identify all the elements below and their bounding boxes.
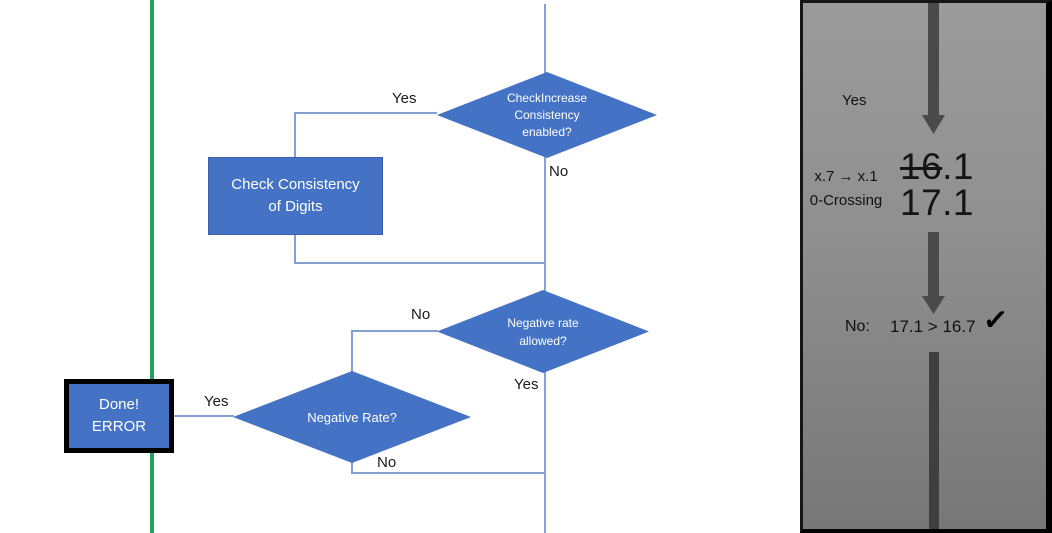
result-expression: 17.1 > 16.7: [890, 317, 976, 336]
down-arrow-1-head-icon: [922, 115, 945, 134]
down-arrow-2-head-icon: [922, 296, 945, 314]
terminator-done-error: Done! ERROR: [64, 379, 174, 453]
decision-text-line: Consistency: [514, 107, 580, 122]
checkmark-icon: ✓: [981, 302, 1010, 339]
branch-label-yes-done: Yes: [204, 393, 229, 410]
connector-yes-done-horizontal: [173, 415, 234, 417]
down-arrow-2-shaft: [928, 232, 939, 296]
down-arrow-1-shaft: [928, 3, 939, 115]
decision-negative-rate-allowed: Negative rate allowed?: [437, 290, 649, 373]
process-check-consistency-of-digits: Check Consistency of Digits: [208, 157, 383, 235]
new-value: 17.1: [900, 182, 975, 223]
green-timeline-line: [150, 0, 154, 533]
old-value-rest: .1: [942, 146, 975, 187]
main-flow-line: [544, 4, 546, 533]
side-panel: Yes x.7 → x.1 0-Crossing 16.1 17.1 No: 1…: [800, 0, 1052, 533]
branch-label-no-mid: No: [411, 306, 431, 323]
branch-label-yes-mid: Yes: [514, 376, 539, 393]
decision-text-line: Negative Rate?: [307, 409, 397, 425]
value-comparison: 16.1 17.1: [900, 146, 975, 223]
decision-text-line: allowed?: [519, 333, 567, 348]
terminator-text-line: ERROR: [91, 418, 147, 435]
decision-negative-rate: Negative Rate?: [233, 371, 471, 463]
result-label: No:: [845, 318, 870, 335]
zero-crossing-note: x.7 → x.1 0-Crossing: [803, 165, 889, 213]
note-line: x.7 → x.1: [814, 168, 878, 185]
old-value: 16.1: [900, 146, 975, 187]
decision-text-line: Negative rate: [507, 315, 579, 330]
decision-text-line: enabled?: [522, 124, 572, 139]
old-value-struck: 16: [900, 146, 943, 187]
branch-label-no-top: No: [549, 163, 569, 180]
connector-yes-top-horizontal: [294, 112, 437, 114]
decision-text-line: CheckIncrease: [506, 90, 588, 105]
terminator-text-line: Done!: [98, 396, 140, 413]
panel-yes-label: Yes: [842, 92, 867, 109]
connector-no-mid-vertical: [351, 330, 353, 374]
connector-no-mid-horizontal: [351, 330, 438, 332]
note-line: 0-Crossing: [809, 192, 883, 209]
connector-return-horizontal: [294, 262, 545, 264]
connector-no-bottom-vertical: [351, 460, 353, 474]
down-arrow-3-shaft: [929, 352, 939, 529]
branch-label-no-bottom: No: [377, 454, 397, 471]
process-text-line: Check Consistency: [231, 176, 360, 193]
branch-label-yes-top: Yes: [392, 90, 417, 107]
process-text-line: of Digits: [268, 198, 323, 215]
decision-check-increase-consistency: CheckIncrease Consistency enabled?: [437, 72, 657, 158]
connector-no-bottom-horizontal: [351, 472, 545, 474]
